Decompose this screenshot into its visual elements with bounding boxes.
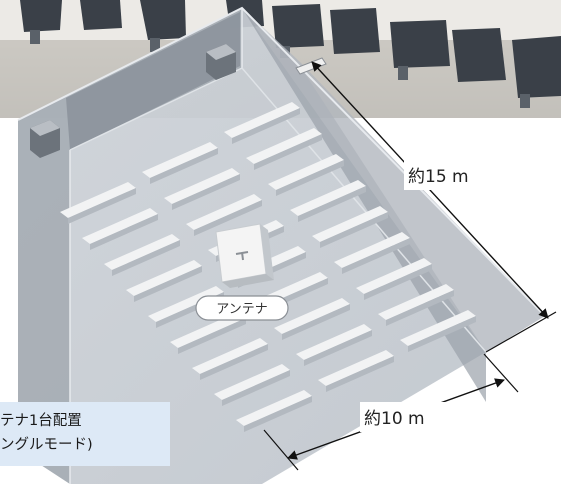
desk <box>170 312 246 354</box>
antenna-label: アンテナ <box>195 295 289 321</box>
caption-line-2: ングルモード) <box>0 437 93 453</box>
dimension-depth: 約15 m <box>311 61 557 353</box>
desk <box>192 338 268 380</box>
desk <box>82 208 158 250</box>
desk <box>224 102 300 144</box>
svg-text:約15 m: 約15 m <box>408 167 469 187</box>
caption-box: テナ1台配置 ングルモード) <box>0 402 170 466</box>
desk <box>104 234 180 276</box>
desk <box>246 128 322 170</box>
desk <box>60 182 136 224</box>
desk <box>142 142 218 184</box>
desk <box>186 194 262 236</box>
desk <box>126 260 202 302</box>
caption-line-1: テナ1台配置 <box>0 413 82 429</box>
antenna-icon <box>215 223 274 288</box>
desk <box>296 324 372 366</box>
speaker-icon <box>206 44 236 80</box>
dimension-width: 約10 m <box>263 353 519 471</box>
svg-text:アンテナ: アンテナ <box>216 302 267 317</box>
svg-text:約10 m: 約10 m <box>364 409 425 429</box>
desk <box>214 364 290 406</box>
speaker-icon <box>30 120 60 158</box>
desk <box>164 168 240 210</box>
desk <box>400 310 476 352</box>
